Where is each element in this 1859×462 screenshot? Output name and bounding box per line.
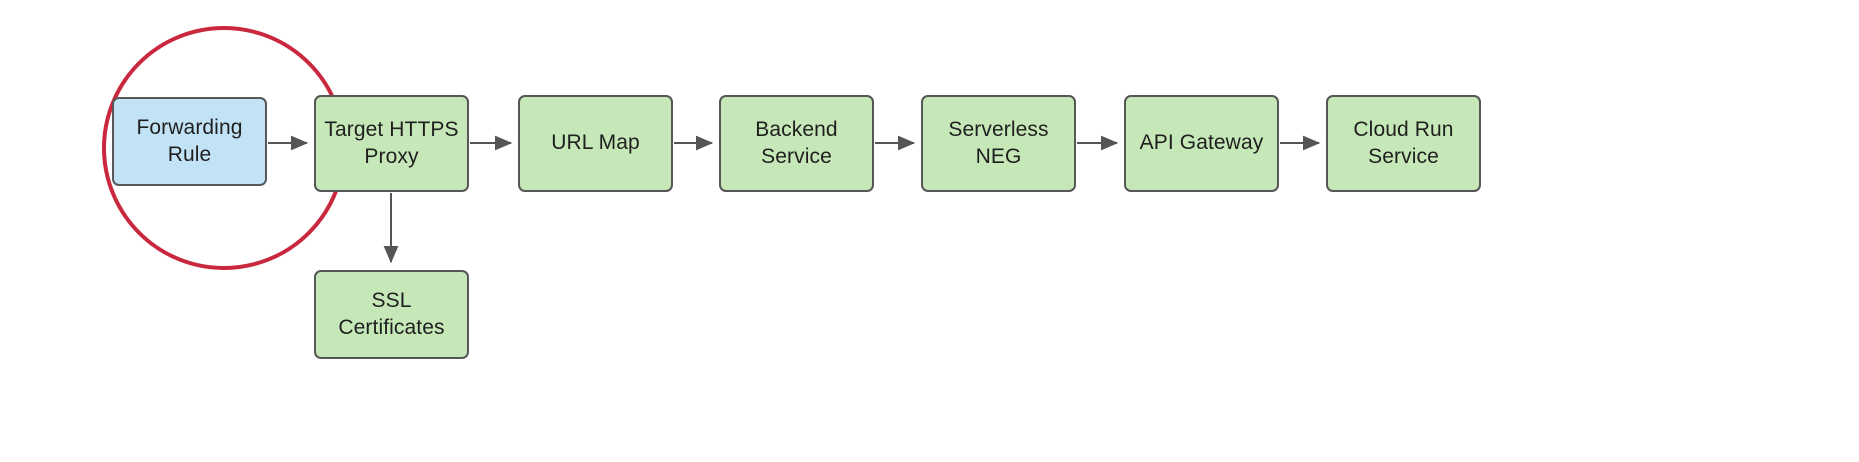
node-label-api-gateway: API Gateway [1139, 131, 1264, 155]
node-backend-service[interactable]: Backend Service [719, 95, 874, 192]
node-label-cloud-run-service: Cloud Run Service [1353, 117, 1454, 168]
node-cloud-run-service[interactable]: Cloud Run Service [1326, 95, 1481, 192]
node-label-target-https-proxy: Target HTTPS Proxy [324, 117, 459, 168]
node-forwarding-rule[interactable]: Forwarding Rule [112, 97, 267, 186]
node-ssl-certificates[interactable]: SSL Certificates [314, 270, 469, 359]
node-api-gateway[interactable]: API Gateway [1124, 95, 1279, 192]
node-url-map[interactable]: URL Map [518, 95, 673, 192]
node-label-url-map: URL Map [551, 131, 640, 155]
node-label-backend-service: Backend Service [755, 117, 838, 168]
node-label-ssl-certificates: SSL Certificates [338, 288, 445, 339]
node-serverless-neg[interactable]: Serverless NEG [921, 95, 1076, 192]
node-label-forwarding-rule: Forwarding Rule [136, 115, 243, 166]
node-label-serverless-neg: Serverless NEG [948, 117, 1049, 168]
node-target-https-proxy[interactable]: Target HTTPS Proxy [314, 95, 469, 192]
